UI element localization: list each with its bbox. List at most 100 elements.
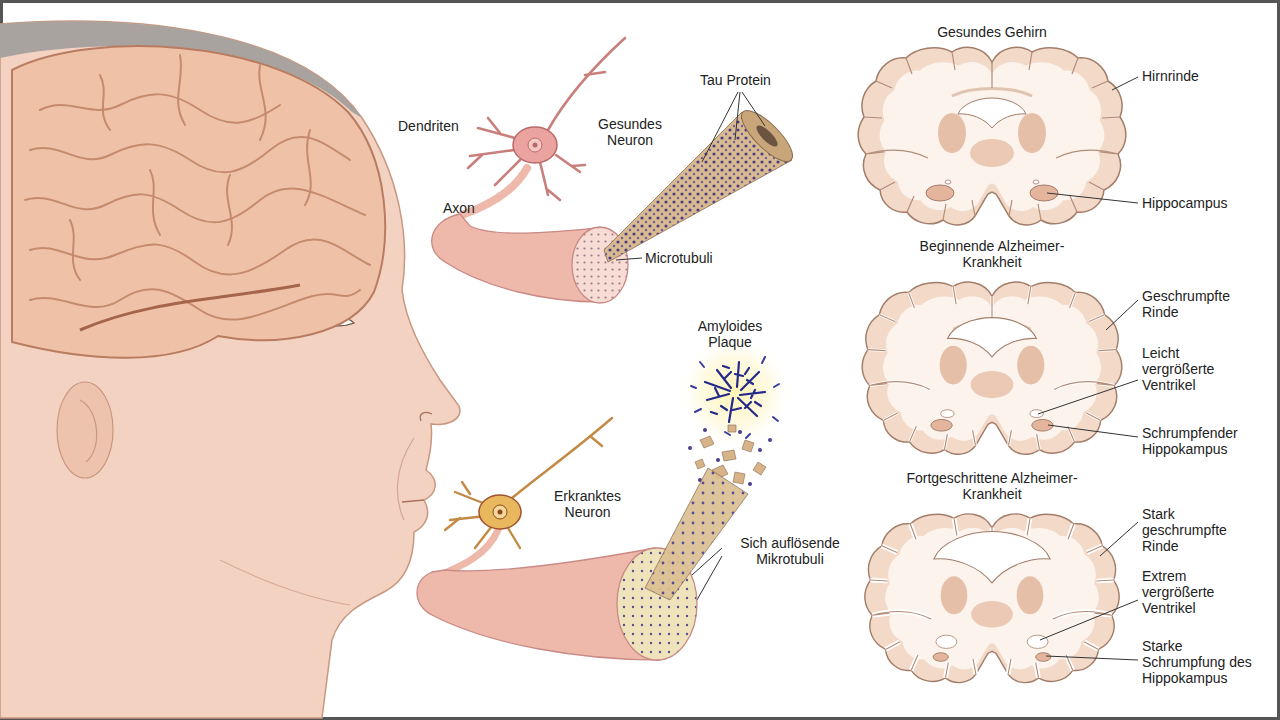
part-label: Sich auflösende Mikrotubuli <box>725 535 855 567</box>
tau-dots <box>688 428 772 486</box>
brain-part <box>25 55 370 320</box>
part-label: Dendriten <box>398 118 488 134</box>
brain-part-part <box>30 137 350 172</box>
tau-dots-part <box>758 448 762 452</box>
part-label: Tau Protein <box>700 72 800 88</box>
brain-section-early-part <box>862 282 1122 454</box>
brain-section-advanced-part <box>870 518 1113 678</box>
tau-dots-part <box>748 482 752 486</box>
label-slot: Stark geschrumpfte Rinde <box>1142 506 1242 554</box>
section-heading: Gesundes Gehirn <box>892 24 1092 40</box>
label-slot: Fortgeschrittene Alzheimer-Krankheit <box>902 470 1082 502</box>
label-slot: Amyloides Plaque <box>675 318 785 350</box>
label-slot: Sich auflösende Mikrotubuli <box>725 535 855 567</box>
brain-part-part <box>70 220 80 280</box>
brain-section-early-part <box>868 287 1116 450</box>
brain-part-part <box>150 170 160 235</box>
amyloid-plaque-part <box>705 362 765 422</box>
label-slot: Geschrumpfte Rinde <box>1142 288 1242 320</box>
label-slot: Microtubuli <box>645 250 735 266</box>
healthy-neuron-part <box>513 127 557 163</box>
part-label: Geschrumpfte Rinde <box>1142 288 1242 320</box>
part-label: Axon <box>443 200 503 216</box>
part-label: Hippocampus <box>1142 195 1262 211</box>
healthy-neuron-part-part <box>548 190 560 200</box>
healthy-neuron-part-part <box>585 72 605 75</box>
brain-section-healthy-part <box>945 180 951 184</box>
head-profile-part <box>220 560 350 605</box>
leader-lines-part <box>616 258 642 260</box>
label-slot: Leicht vergrößerte Ventrikel <box>1142 345 1232 393</box>
part-label: Gesundes Neuron <box>585 116 675 148</box>
brain-section-early-part <box>931 419 952 431</box>
tau-fragments-part <box>728 425 736 432</box>
label-slot: Hippocampus <box>1142 195 1262 211</box>
part-label: Extrem vergrößerte Ventrikel <box>1142 568 1232 616</box>
healthy-neuron-part-part <box>572 165 585 166</box>
leader-lines <box>1038 77 1138 660</box>
healthy-neuron-part-part <box>488 118 500 133</box>
tau-fragments-part <box>733 472 745 484</box>
tau-dots-part <box>768 438 772 442</box>
brain-section-early <box>862 282 1122 454</box>
part-label: Leicht vergrößerte Ventrikel <box>1142 345 1232 393</box>
brain-section-healthy-part <box>1033 180 1039 184</box>
part-label: Amyloides Plaque <box>675 318 785 350</box>
label-slot: Schrumpfender Hippokampus <box>1142 425 1272 457</box>
tau-fragments-part <box>722 450 736 461</box>
label-slot: Dendriten <box>398 118 488 134</box>
diseased-neuron-part-part <box>508 528 520 548</box>
dissolving-microtubule <box>645 468 748 600</box>
dissolving-microtubule-part <box>645 468 748 600</box>
section-heading: Fortgeschrittene Alzheimer-Krankheit <box>902 470 1082 502</box>
leader-lines-part <box>742 92 765 126</box>
diseased-neuron-part <box>445 418 612 548</box>
head-profile-part <box>57 382 113 478</box>
brain-part-part <box>178 55 185 125</box>
brain-section-healthy-part <box>958 98 1026 128</box>
label-slot: Beginnende Alzheimer-Krankheit <box>902 238 1082 270</box>
label-slot: Gesundes Neuron <box>585 116 675 148</box>
healthy-neuron-part-part <box>556 155 580 172</box>
label-slot: Tau Protein <box>700 72 800 88</box>
head-profile-part <box>0 21 460 718</box>
label-slot: Gesundes Gehirn <box>892 24 1092 40</box>
diseased-neuron-part <box>493 505 507 519</box>
leader-lines-part <box>735 92 740 140</box>
brain-part-part <box>25 188 365 222</box>
brain-part-part <box>100 75 110 130</box>
brain-section-early-part <box>868 287 1116 450</box>
part-label: Schrumpfender Hippokampus <box>1142 425 1272 457</box>
healthy-neuron <box>432 38 628 303</box>
brain-part-part <box>30 239 370 274</box>
tau-fragments-part <box>753 462 766 475</box>
tau-dots-part <box>716 458 720 462</box>
part-label: Starke Schrumpfung des Hippokampus <box>1142 638 1257 686</box>
diseased-neuron-part-part <box>462 482 470 494</box>
part-label: Stark geschrumpfte Rinde <box>1142 506 1242 554</box>
label-slot: Axon <box>443 200 503 216</box>
healthy-neuron-part <box>533 143 538 148</box>
brain-part-part <box>30 289 360 320</box>
leader-lines-part <box>1047 193 1138 203</box>
amyloid-plaque-part <box>677 334 793 450</box>
microtubule-part <box>734 103 799 168</box>
amyloid-plaque-part <box>691 357 779 438</box>
brain-section-advanced-part <box>936 635 957 648</box>
brain-section-advanced-part <box>1027 635 1048 648</box>
microtubule-part <box>754 123 781 150</box>
brain-section-early-part <box>941 410 955 418</box>
brain-section-healthy-part <box>926 185 954 201</box>
label-slot: Starke Schrumpfung des Hippokampus <box>1142 638 1257 686</box>
head-profile <box>0 21 460 718</box>
brain <box>12 46 385 358</box>
label-slot: Erkranktes Neuron <box>535 488 640 520</box>
head-profile-part <box>397 438 414 520</box>
brain-part-part <box>259 65 266 140</box>
brain-section-healthy-part <box>858 47 1126 225</box>
diseased-neuron-part-part <box>445 518 460 530</box>
leader-lines-part <box>1040 600 1138 640</box>
